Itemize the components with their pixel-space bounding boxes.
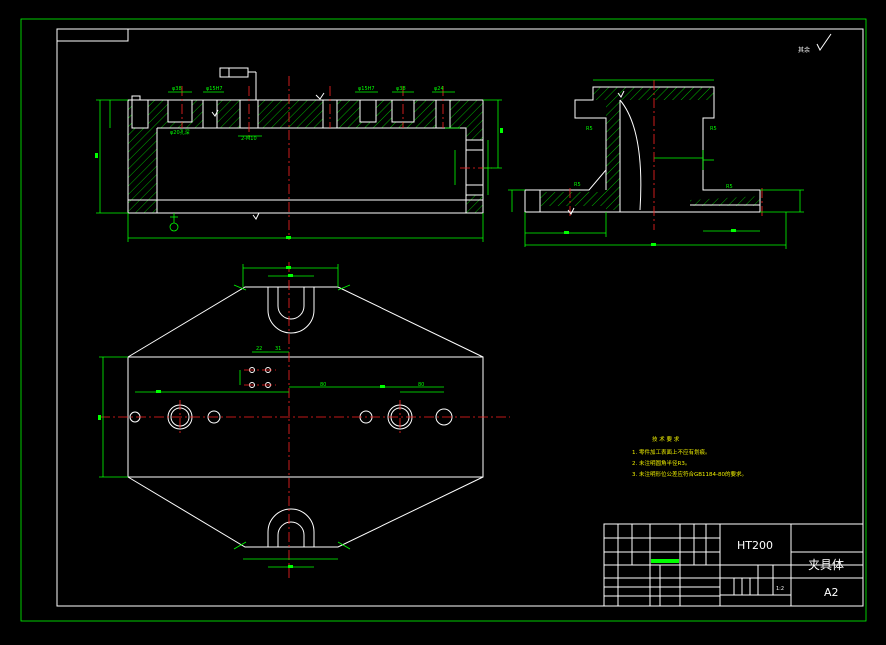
svg-text:A2: A2	[824, 586, 839, 599]
title-block: HT200 夹具体 A2 1:2	[603, 523, 864, 607]
svg-text:80: 80	[320, 382, 326, 388]
svg-text:φ15H7: φ15H7	[206, 86, 223, 92]
svg-text:φ15H7: φ15H7	[358, 86, 375, 92]
svg-text:R5: R5	[710, 126, 717, 132]
svg-text:R5: R5	[574, 182, 581, 188]
svg-text:HT200: HT200	[737, 539, 773, 552]
front-section-view: φ38 φ15H7 φ15H7 φ38 φ24 2-M10 φ20孔深	[95, 67, 503, 242]
svg-text:1:2: 1:2	[776, 586, 784, 592]
svg-text:80: 80	[418, 382, 424, 388]
svg-text:31: 31	[275, 346, 281, 352]
svg-text:1. 零件加工表面上不应有划痕。: 1. 零件加工表面上不应有划痕。	[632, 448, 711, 456]
plan-view: 22 31 80 80	[98, 262, 510, 580]
inner-frame	[56, 28, 864, 607]
svg-text:φ24: φ24	[434, 86, 444, 92]
svg-text:22: 22	[256, 346, 262, 352]
svg-text:φ38: φ38	[172, 86, 182, 92]
svg-text:φ38: φ38	[396, 86, 406, 92]
corner-label-box	[56, 28, 129, 42]
svg-text:2. 未注明圆角半径R3。: 2. 未注明圆角半径R3。	[632, 459, 690, 467]
svg-text:R5: R5	[726, 184, 733, 190]
svg-text:夹具体: 夹具体	[808, 558, 844, 572]
svg-text:2-M10: 2-M10	[241, 136, 257, 142]
technical-requirements: 技 术 要 求 1. 零件加工表面上不应有划痕。 2. 未注明圆角半径R3。 3…	[632, 435, 747, 478]
svg-text:R5: R5	[586, 126, 593, 132]
outer-frame	[20, 18, 867, 622]
svg-text:3. 未注明形位公差应符合GB1184-80的要求。: 3. 未注明形位公差应符合GB1184-80的要求。	[632, 470, 747, 478]
surface-finish-note: 其余	[798, 33, 832, 54]
svg-text:φ20孔深: φ20孔深	[170, 129, 190, 136]
svg-text:技 术 要 求: 技 术 要 求	[652, 435, 680, 443]
svg-text:其余: 其余	[798, 46, 810, 54]
side-section-view: R5 R5 R5 R5	[508, 79, 804, 249]
